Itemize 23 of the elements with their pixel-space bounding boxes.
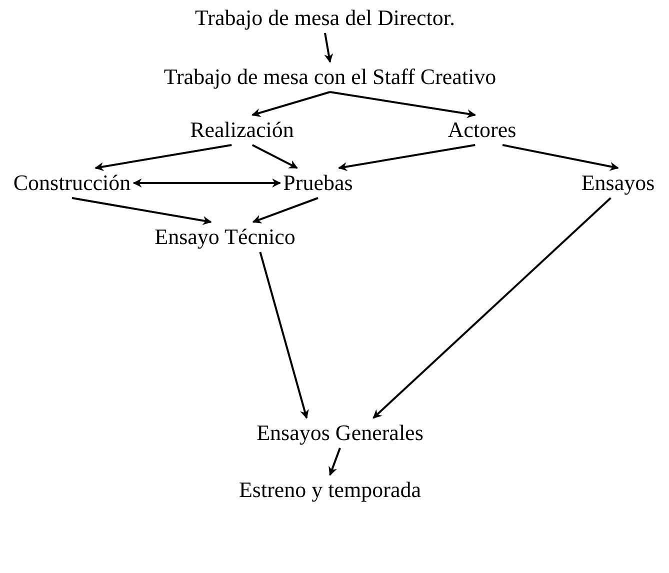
step-label: Realización	[190, 117, 294, 143]
arrow	[330, 91, 476, 118]
step-label: Pruebas	[283, 170, 353, 196]
arrow	[132, 178, 282, 188]
arrow	[72, 197, 212, 226]
step-label: Ensayo Técnico	[154, 224, 296, 250]
arrow	[252, 91, 330, 118]
step-label: Construcción	[13, 170, 131, 196]
arrow	[94, 144, 232, 172]
arrow	[259, 252, 309, 419]
arrow	[502, 144, 619, 171]
step-label: Ensayos	[581, 170, 655, 196]
step-label: Trabajo de mesa con el Staff Creativo	[164, 64, 496, 90]
step-label: Ensayos Generales	[256, 420, 424, 446]
step-label: Actores	[448, 117, 516, 143]
step-label: Trabajo de mesa del Director.	[194, 5, 456, 31]
arrow	[252, 144, 298, 169]
step-label: Estreno y temporada	[238, 477, 422, 503]
arrow	[328, 448, 341, 476]
arrow	[372, 197, 612, 419]
arrow	[338, 144, 476, 172]
arrow	[252, 197, 318, 224]
arrow	[324, 32, 334, 63]
